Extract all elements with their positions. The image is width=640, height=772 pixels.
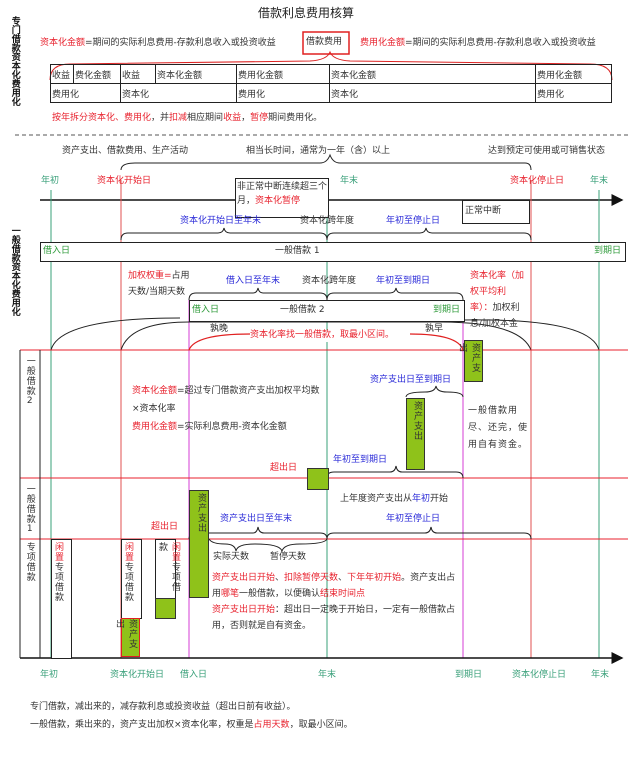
idle-loan-column: 闲置专项借款 [155,539,180,599]
actual-days-label: 实际天数 [213,552,250,562]
label-cap-start: 资本化开始日 [97,176,152,186]
row-label-general1: 一般借款1 [24,484,35,535]
condition-3: 达到预定可使用或可销售状态 [488,146,606,156]
asset-outlay-bar: 资产支出 [406,398,425,470]
label-year-start: 年初 [41,176,60,186]
exceed-day-label-2: 超出日 [151,522,179,532]
loan1-mid: 资本化跨年度 [300,216,355,226]
asset-outlay-bar: 资产支出 [114,618,140,657]
asset-outlay-square [307,468,329,490]
loan2-bar: 借入日 一般借款 2 到期日 [189,300,465,322]
label-earlier: 孰早 [425,324,444,334]
split-table: 收益费化金额收益资本化金额费用化金额资本化金额费用化金额 费用化资本化费用化资本… [50,64,612,103]
row-label-special: 专项借款 [24,542,35,582]
rate-note: 资本化率（加权平均利率）：加权利息/加权本金 [470,271,525,329]
side-label-general: 一般借款资本化费用化 [9,226,20,316]
explain-note: 资产支出日开始、扣除暂停天数、下年年初开始。资产支出占用哪笔一般借款，以便确认结… [212,573,456,631]
condition-1: 资产支出、借款费用、生产活动 [62,146,189,156]
axis-label: 年初 [40,670,59,680]
pause-days-label: 暂停天数 [270,552,307,562]
yearstart-to-due-label: 年初至到期日 [333,455,388,465]
weight-note: 加权权重=占用天数/当期天数 [128,271,190,297]
loan2-span1: 借入日至年末 [226,276,281,286]
axis-label: 资本化停止日 [512,670,567,680]
label-year-end: 年末 [340,176,359,186]
prev-year-note: 上年度资产支出从年初开始 [340,494,449,504]
split-note: 按年拆分资本化、费用化，并扣减相应期间收益，暂停期间费用化。 [52,113,323,123]
axis-label: 借入日 [180,670,208,680]
footer-line-1: 专门借款，减出来的，减存款利息或投资收益（超出日前有收益）。 [30,702,296,712]
abnormal-interruption-box: 非正常中断连续超三个月，资本化暂停 [235,178,329,218]
exp-formula: 费用化金额=期间的实际利息费用-存款利息收入或投资收益 [360,38,596,48]
row-label-general2: 一般借款2 [24,356,35,407]
loan1-span1: 资本化开始日至年末 [180,216,262,226]
label-cap-stop: 资本化停止日 [510,176,565,186]
axis-label: 年末 [591,670,610,680]
axis-label: 到期日 [455,670,483,680]
asset-outlay-bar: 资产支出 [189,490,209,598]
exceed-day-label: 超出日 [270,463,298,473]
footer-line-2: 一般借款，乘出来的，资产支出加权×资本化率，权重是占用天数，取最小区间。 [30,720,353,730]
axis-label: 年末 [318,670,337,680]
condition-2: 相当长时间，通常为一年（含）以上 [246,146,391,156]
exhausted-note: 一般借款用尽、还完，使用自有资金。 [468,406,529,450]
asset-to-due-label: 资产支出日至到期日 [370,375,452,385]
loan2-mid: 资本化跨年度 [302,276,357,286]
general2-formula: 资本化金额=超过专门借款资产支出加权平均数×资本化率费用化金额=实际利息费用-资… [132,386,320,432]
axis-label: 资本化开始日 [110,670,165,680]
cap-formula: 资本化金额=期间的实际利息费用-存款利息收入或投资收益 [40,38,276,48]
asset-outlay-bar: 资产支出 [457,340,483,382]
min-interval-note: 资本化率找一般借款，取最小区间。 [250,330,395,342]
label-later: 孰晚 [210,324,229,334]
asset-outlay-square [155,598,176,619]
loan2-span2: 年初至到期日 [376,276,431,286]
idle-loan-column: 闲置专项借款 [121,539,142,619]
loan1-span2: 年初至停止日 [386,216,441,226]
label-year-end-2: 年末 [590,176,609,186]
idle-loan-column: 闲置专项借款 [51,539,72,659]
page-title: 借款利息费用核算 [258,6,355,20]
borrowing-cost-box: 借款费用 [306,37,343,47]
normal-interruption-box: 正常中断 [462,200,530,224]
loan1-bar: 借入日 一般借款 1 到期日 [40,242,626,262]
side-label-special: 专门借款资本化费用化 [9,16,20,106]
asset-to-yearend-label: 资产支出日至年末 [220,514,293,524]
yearstart-to-stop-label: 年初至停止日 [386,514,441,524]
